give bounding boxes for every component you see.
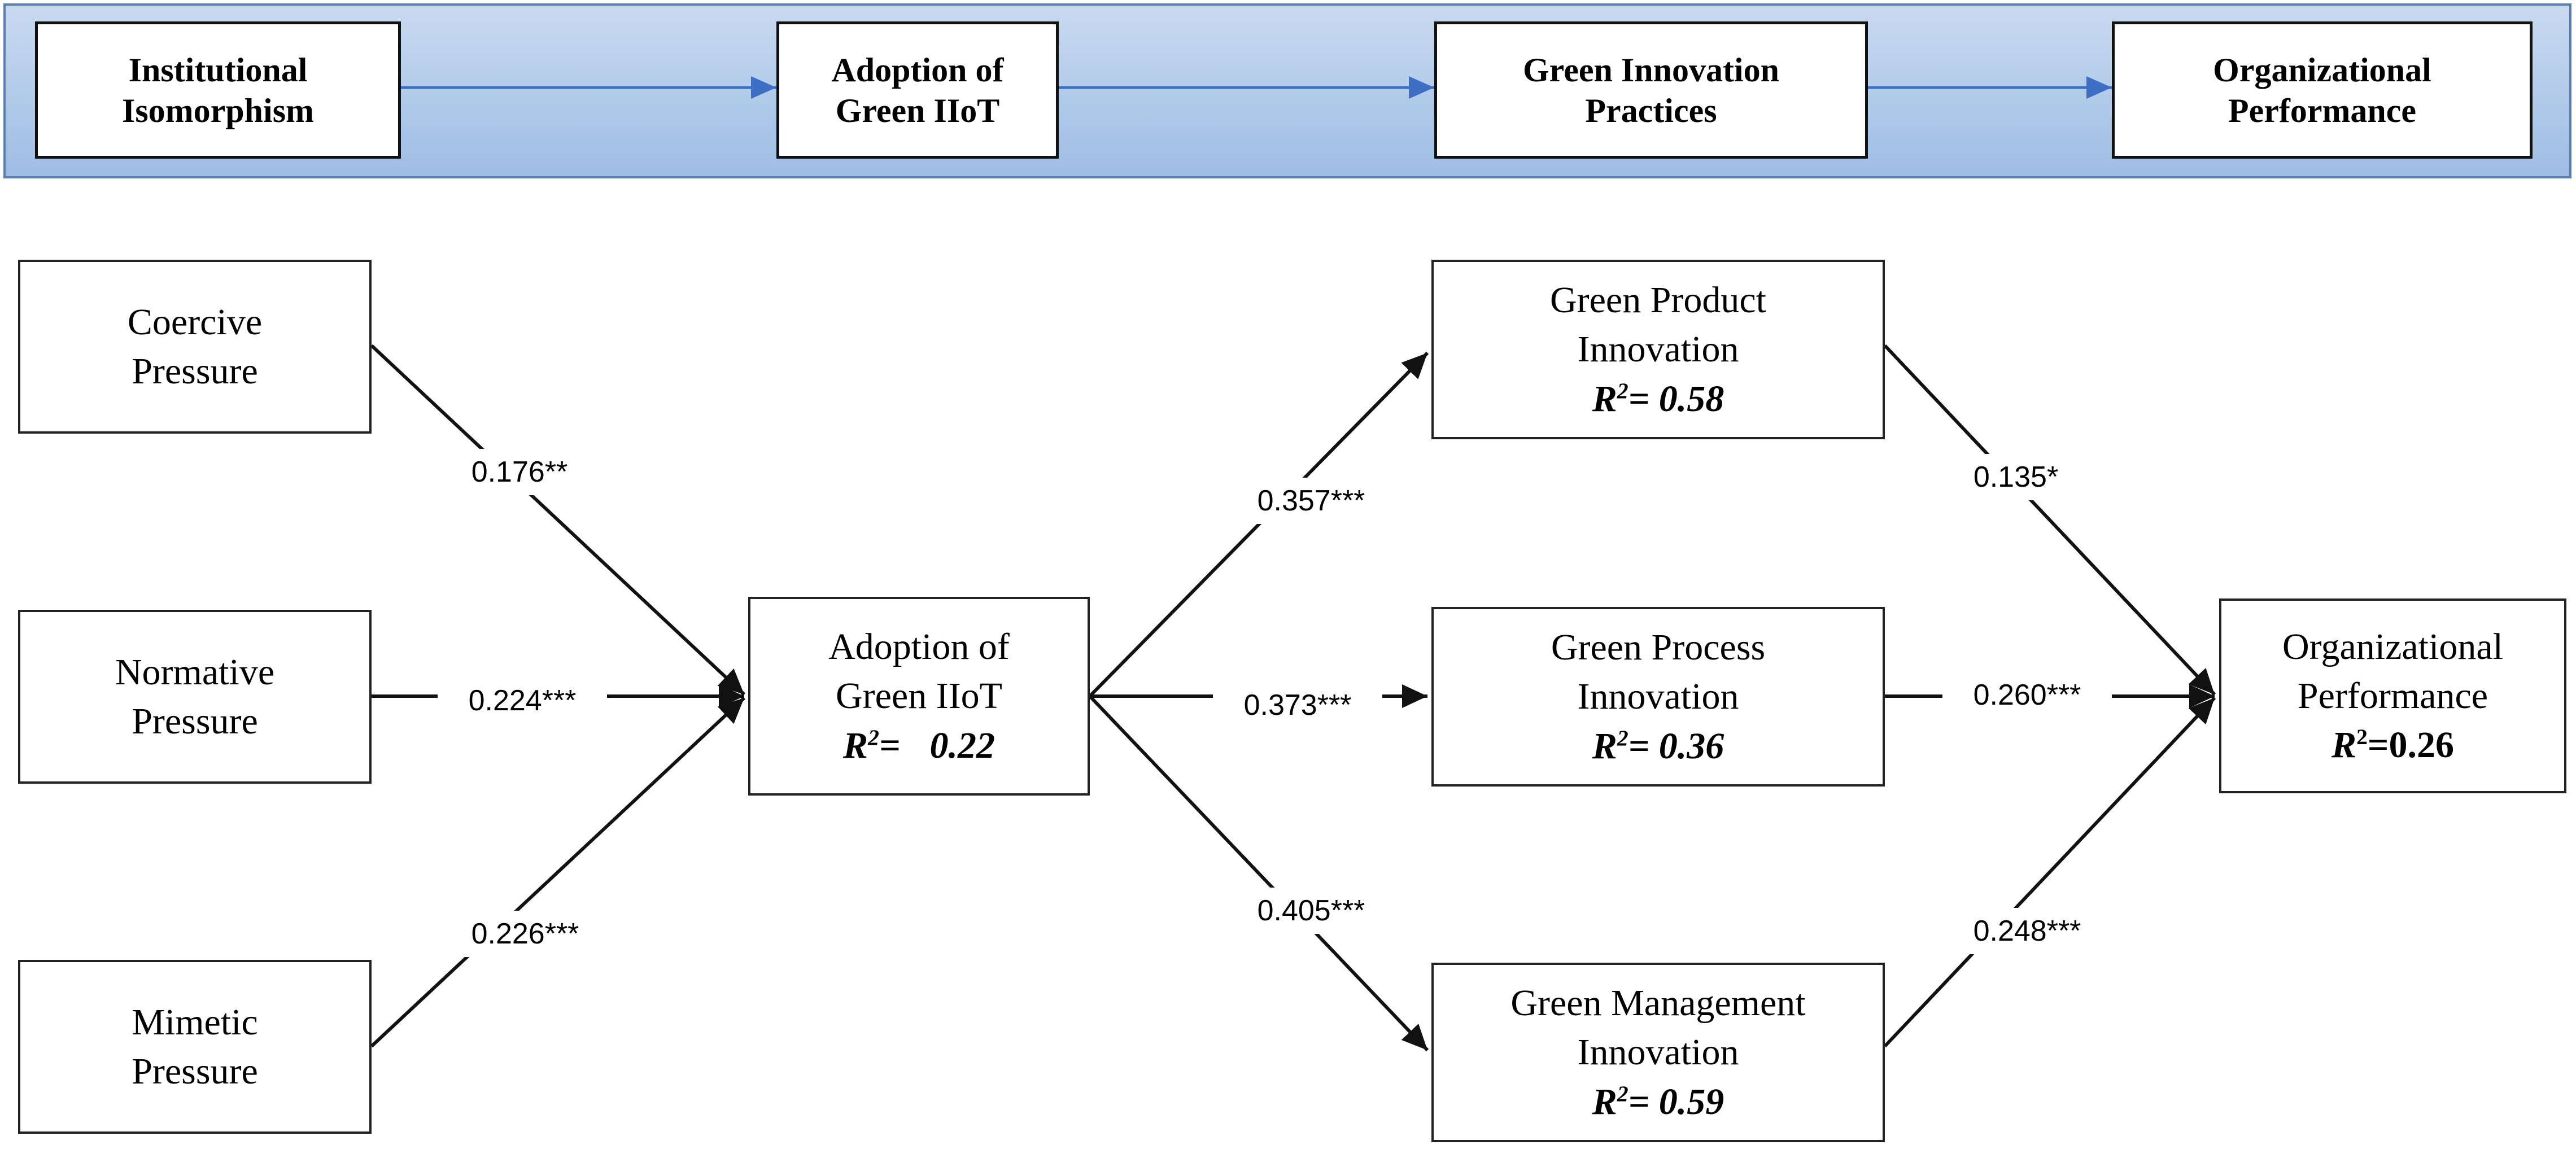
header-stage-line: Green Innovation	[1523, 51, 1779, 89]
node-label-line: Green Product	[1549, 279, 1767, 321]
header-stage-line: Adoption of	[831, 51, 1004, 89]
node-adoption-green-iiot: Adoption of Green IIoT R2=0.22	[748, 597, 1090, 796]
header-stage-line: Green IIoT	[835, 91, 1000, 129]
node-label-line: Innovation	[1577, 1032, 1739, 1073]
path-coefficient-adoption-product: 0.357***	[1226, 478, 1396, 524]
header-stage-institutional-isomorphism: Institutional Isomorphism	[35, 21, 401, 159]
r2-value: 0.59	[1658, 1081, 1724, 1122]
arrow-product-performance	[1883, 344, 2216, 696]
node-label-line: Coercive	[127, 301, 263, 343]
r-squared-process: R2= 0.36	[1592, 725, 1724, 767]
header-stage-line: Performance	[2228, 91, 2417, 129]
node-label-line: Green Management	[1510, 982, 1806, 1024]
r2-value: 0.58	[1658, 378, 1724, 420]
node-coercive-pressure: Coercive Pressure	[18, 260, 372, 434]
r2-value: 0.26	[2389, 724, 2454, 766]
header-stage-organizational-performance: Organizational Performance	[2112, 21, 2533, 159]
node-label-line: Adoption of	[828, 626, 1010, 668]
node-normative-pressure: Normative Pressure	[18, 610, 372, 784]
path-coefficient-normative-adoption: 0.224***	[438, 678, 607, 724]
node-label-line: Green IIoT	[835, 675, 1002, 717]
path-coefficient-mimetic-adoption: 0.226***	[440, 911, 610, 957]
node-mimetic-pressure: Mimetic Pressure	[18, 960, 372, 1134]
node-green-product-innovation: Green Product Innovation R2= 0.58	[1431, 260, 1885, 439]
node-green-process-innovation: Green Process Innovation R2= 0.36	[1431, 607, 1885, 787]
arrow-management-performance	[1883, 696, 2216, 1048]
r2-symbol: R	[2332, 724, 2357, 766]
node-label-line: Green Process	[1551, 627, 1766, 669]
path-coefficient-coercive-adoption: 0.176**	[443, 449, 596, 495]
header-stage-green-innovation-practices: Green Innovation Practices	[1434, 21, 1868, 159]
r2-exponent: 2	[1617, 725, 1628, 750]
arrow-coercive-adoption	[370, 344, 746, 696]
r2-symbol: R	[843, 724, 868, 766]
header-stage-line: Organizational	[2213, 51, 2431, 89]
r2-symbol: R	[1592, 725, 1617, 767]
path-coefficient-adoption-management: 0.405***	[1226, 888, 1396, 934]
node-label-line: Pressure	[132, 701, 258, 742]
header-stage-line: Isomorphism	[121, 91, 315, 129]
r-squared-performance: R2=0.26	[2332, 724, 2454, 766]
node-label-line: Innovation	[1577, 676, 1739, 718]
r2-value: 0.36	[1658, 725, 1724, 767]
r2-exponent: 2	[868, 724, 879, 750]
r-squared-adoption: R2=0.22	[843, 724, 995, 766]
r-squared-product: R2= 0.58	[1592, 378, 1724, 420]
r2-exponent: 2	[2356, 724, 2368, 750]
path-coefficient-adoption-process: 0.373***	[1213, 682, 1382, 728]
header-stage-line: Institutional	[128, 51, 308, 89]
node-label-line: Pressure	[132, 1051, 258, 1092]
arrow-adoption-management	[1088, 694, 1429, 1052]
path-coefficient-management-performance: 0.248***	[1942, 908, 2112, 954]
arrow-adoption-product	[1088, 351, 1429, 698]
arrow-mimetic-adoption	[370, 696, 746, 1048]
node-label-line: Mimetic	[132, 1001, 258, 1043]
node-label-line: Organizational	[2282, 626, 2503, 667]
node-organizational-performance: Organizational Performance R2=0.26	[2219, 598, 2566, 793]
node-label-line: Pressure	[132, 351, 258, 392]
r2-exponent: 2	[1617, 1081, 1628, 1106]
node-label-line: Normative	[115, 651, 275, 693]
node-label-line: Innovation	[1577, 329, 1739, 370]
path-coefficient-product-performance: 0.135*	[1948, 454, 2084, 500]
node-green-management-innovation: Green Management Innovation R2= 0.59	[1431, 963, 1885, 1142]
path-coefficient-process-performance: 0.260***	[1942, 672, 2112, 718]
header-stage-adoption-green-iiot: Adoption of Green IIoT	[776, 21, 1059, 159]
r2-symbol: R	[1592, 1081, 1617, 1122]
r2-value: 0.22	[929, 724, 995, 766]
r-squared-management: R2= 0.59	[1592, 1081, 1724, 1122]
r2-symbol: R	[1592, 378, 1617, 420]
node-label-line: Performance	[2297, 675, 2488, 717]
r2-exponent: 2	[1617, 378, 1628, 403]
header-stage-line: Practices	[1585, 91, 1717, 129]
